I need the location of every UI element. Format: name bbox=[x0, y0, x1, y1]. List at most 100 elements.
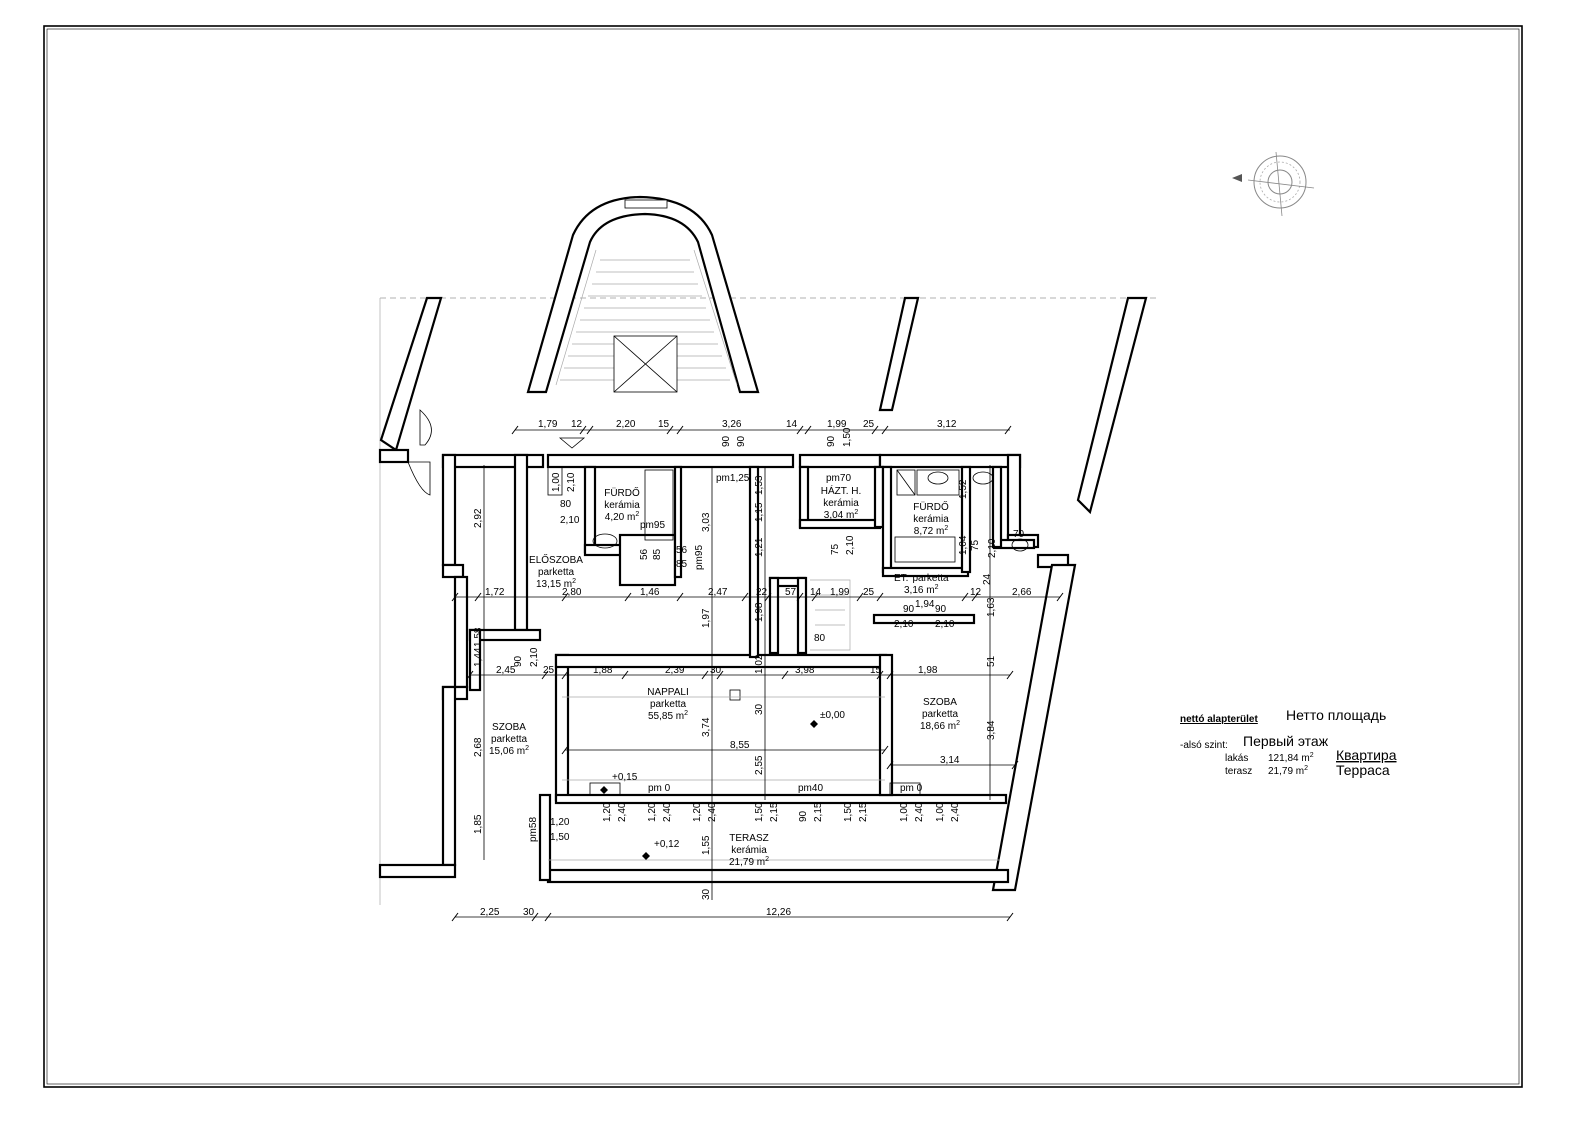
parapet-label: pm40 bbox=[798, 783, 823, 794]
facade-right-wall bbox=[878, 296, 920, 412]
dim-other: 75 bbox=[970, 539, 981, 551]
legend-level: -alsó szint: bbox=[1180, 740, 1228, 751]
dim-other: 1,20 bbox=[550, 817, 570, 828]
dim-other: 2,40 bbox=[950, 802, 961, 822]
dimension-lines bbox=[451, 425, 1064, 922]
level-marker-icon bbox=[810, 720, 818, 728]
room-area: 3,16 m2 bbox=[904, 584, 939, 596]
dim-mid: 2,47 bbox=[708, 587, 728, 598]
dim-mid: 1,94 bbox=[915, 599, 935, 610]
room-area: 18,66 m2 bbox=[920, 720, 960, 732]
dimension-tick bbox=[561, 670, 569, 680]
level-marker-icon bbox=[600, 786, 608, 794]
dim-other: 80 bbox=[560, 499, 572, 510]
sheet-outer-frame bbox=[43, 25, 1523, 1088]
dim-other: 85 bbox=[676, 559, 688, 570]
dim-other: 1,50 bbox=[843, 802, 854, 822]
dim-mid: 25 bbox=[863, 587, 875, 598]
parapet-label: pm70 bbox=[826, 473, 851, 484]
dimension-tick bbox=[451, 592, 459, 602]
dim-other: 1,00 bbox=[899, 802, 910, 822]
dim-other: 2,40 bbox=[662, 802, 673, 822]
legend-flat-ru: Квартира bbox=[1336, 747, 1397, 763]
dim-other: 2,10 bbox=[935, 619, 955, 630]
room-labels: FÜRDŐ kerámia 4,20 m2 ELŐSZOBA parketta … bbox=[489, 484, 960, 868]
dim-other: 2,15 bbox=[858, 802, 869, 822]
dimension-tick bbox=[811, 592, 819, 602]
dim-other: 1,50 bbox=[550, 832, 570, 843]
dim-other: 1,00 bbox=[551, 472, 562, 492]
parapet-label: pm 0 bbox=[648, 783, 671, 794]
dim-other: 2,10 bbox=[894, 619, 914, 630]
room-finish: parketta bbox=[922, 709, 959, 720]
facade-far-right-wall bbox=[1076, 296, 1148, 515]
dim-other: 2,10 bbox=[987, 538, 998, 558]
dim-other: 1,63 bbox=[986, 597, 997, 617]
dimension-tick bbox=[466, 670, 474, 680]
legend-flat-label: lakás bbox=[1225, 753, 1248, 764]
dim-top: 1,99 bbox=[827, 419, 847, 430]
dim-other: 90 bbox=[826, 435, 837, 447]
dim-mid: 2,80 bbox=[562, 587, 582, 598]
room-name: TERASZ bbox=[729, 833, 768, 844]
room-area: 21,79 m2 bbox=[729, 856, 769, 868]
parapet-label: pm1,25 bbox=[716, 473, 750, 484]
dimension-tick bbox=[856, 592, 864, 602]
dim-other: 2,15 bbox=[813, 802, 824, 822]
room-area: 4,20 m2 bbox=[605, 511, 640, 523]
dim-other: 90 bbox=[721, 435, 732, 447]
dim-other: 1,53 bbox=[754, 475, 765, 495]
dim-other: 3,03 bbox=[701, 512, 712, 532]
dim-top: 25 bbox=[863, 419, 875, 430]
dimension-tick bbox=[621, 670, 629, 680]
room-name-finish: ET.parketta bbox=[894, 573, 949, 584]
dimension-tick bbox=[796, 425, 804, 435]
dim-other: 2,10 bbox=[566, 472, 577, 492]
dim-other: 1,97 bbox=[701, 608, 712, 628]
dim-top: 15 bbox=[658, 419, 670, 430]
dim-mid: 22 bbox=[756, 587, 768, 598]
dim-other: 2,55 bbox=[754, 755, 765, 775]
dimension-labels: 1,79 12 2,20 15 3,26 14 1,99 25 3,12 1,7… bbox=[473, 419, 1032, 918]
dim-other: 1,02 bbox=[754, 654, 765, 674]
dim-mid: 14 bbox=[810, 587, 822, 598]
dim-other: 2,15 bbox=[769, 802, 780, 822]
room-finish: kerámia bbox=[604, 500, 640, 511]
dim-other: 56 bbox=[676, 545, 688, 556]
dim-other: 1,00 bbox=[935, 802, 946, 822]
room-utility: HÁZT. H. kerámia 3,04 m2 bbox=[821, 484, 862, 521]
dim-other: 1,20 bbox=[692, 802, 703, 822]
dim-other: 1,04 bbox=[958, 535, 969, 555]
dim-top: 3,26 bbox=[722, 419, 742, 430]
dim-other: 1,44 bbox=[473, 647, 484, 667]
dim-other: 75 bbox=[830, 543, 841, 555]
dimension-tick bbox=[741, 592, 749, 602]
dim-other: 3,84 bbox=[986, 720, 997, 740]
sheet-inner-frame bbox=[46, 28, 1520, 1085]
dimension-tick bbox=[701, 670, 709, 680]
dim-other: 70 bbox=[1013, 529, 1025, 540]
legend-terrace-ru: Терраса bbox=[1336, 762, 1390, 778]
parapet-label: pm58 bbox=[528, 817, 539, 842]
dimension-tick bbox=[666, 425, 674, 435]
dimension-tick bbox=[1056, 592, 1064, 602]
level-marker-icon bbox=[642, 852, 650, 860]
dimension-tick bbox=[796, 592, 804, 602]
dim-other: 1,52 bbox=[958, 479, 969, 499]
dimension-tick bbox=[531, 912, 539, 922]
dim-other: 1,21 bbox=[754, 537, 765, 557]
compass-icon bbox=[1232, 151, 1315, 217]
dimension-tick bbox=[716, 670, 724, 680]
room-name: NAPPALI bbox=[647, 687, 689, 698]
room-name: SZOBA bbox=[923, 697, 957, 708]
room-area: 8,72 m2 bbox=[914, 525, 949, 537]
dim-other: 90 bbox=[513, 655, 524, 667]
dimension-tick bbox=[579, 425, 587, 435]
legend-title: nettó alapterület bbox=[1180, 714, 1258, 725]
room-finish: kerámia bbox=[731, 845, 767, 856]
dim-bottom: 12,26 bbox=[766, 907, 791, 918]
room-finish: parketta bbox=[491, 734, 528, 745]
dim-other: 2,40 bbox=[707, 802, 718, 822]
dimension-tick bbox=[881, 745, 889, 755]
